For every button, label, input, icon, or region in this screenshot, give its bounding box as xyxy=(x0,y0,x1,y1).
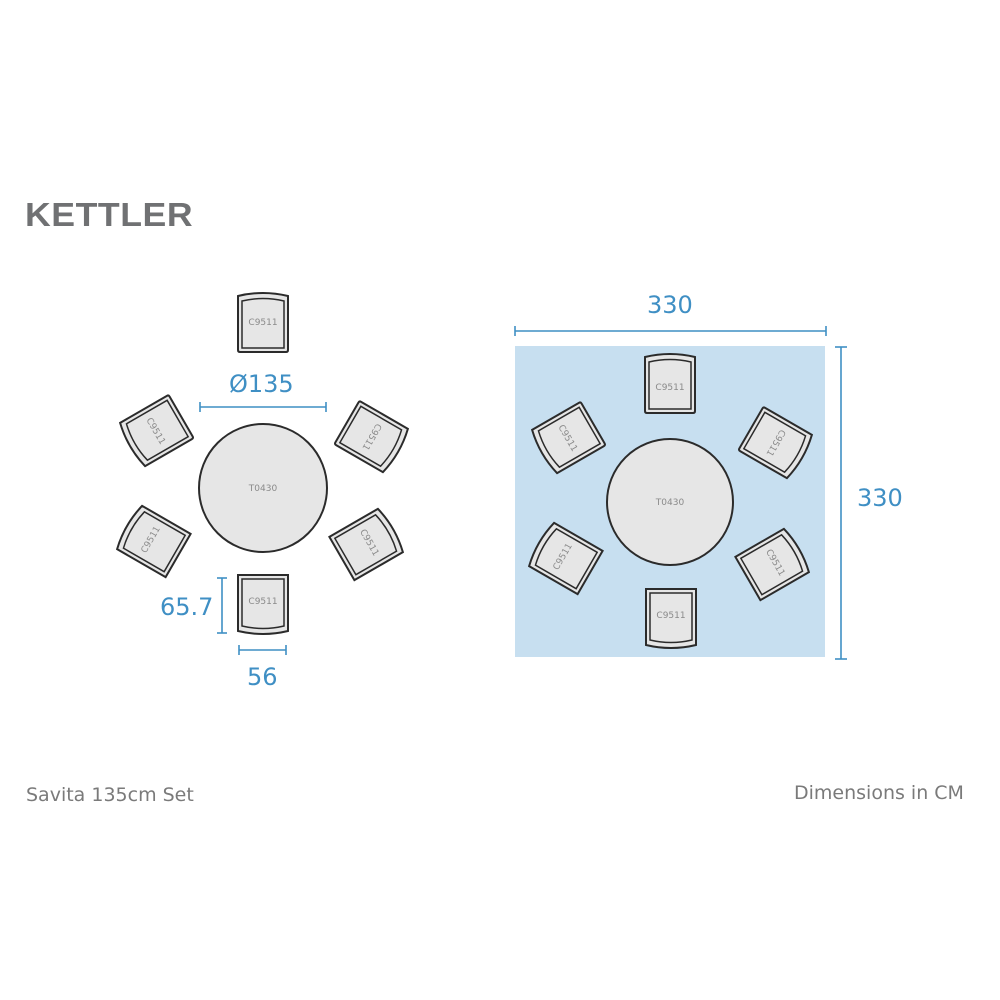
chair-lower-left: C9511 xyxy=(113,503,192,579)
chair-depth-label: 65.7 xyxy=(160,593,214,621)
chair-width-dimension-line xyxy=(238,645,287,655)
chair-top: C9511 xyxy=(237,292,289,353)
chair-upper-left: C9511 xyxy=(116,393,195,469)
chair-lower-right: C9511 xyxy=(328,506,407,582)
diameter-dimension-line xyxy=(199,402,327,412)
footprint-chair-top: C9511 xyxy=(644,353,696,414)
svg-text:C9511: C9511 xyxy=(248,318,277,328)
footprint-depth-label: 330 xyxy=(857,484,903,512)
footprint-chair-upper-left: C9511 xyxy=(528,400,607,476)
svg-text:C9511: C9511 xyxy=(248,597,277,607)
footprint-width-label: 330 xyxy=(647,291,693,319)
units-note: Dimensions in CM xyxy=(794,782,964,804)
kettler-logo: KETTLER xyxy=(25,196,194,233)
chair-upper-right: C9511 xyxy=(333,399,412,475)
footprint-table-t0430: T0430 xyxy=(606,438,734,566)
svg-text:T0430: T0430 xyxy=(655,498,685,508)
table-t0430: T0430 xyxy=(198,423,328,553)
svg-text:C9511: C9511 xyxy=(655,383,684,393)
product-name: Savita 135cm Set xyxy=(26,784,194,806)
footprint-depth-dimension-line xyxy=(835,346,847,660)
chair-bottom: C9511 xyxy=(237,574,289,635)
chair-width-label: 56 xyxy=(247,663,278,691)
table-code: T0430 xyxy=(248,484,278,494)
right-layout: T0430 C9511 C9511 C9511 C9511 C9511 C951… xyxy=(514,326,847,660)
footprint-chair-bottom: C9511 xyxy=(645,588,697,649)
chair-depth-dimension-line xyxy=(217,577,227,634)
table-diameter-label: Ø135 xyxy=(229,370,294,398)
footprint-chair-upper-right: C9511 xyxy=(737,405,816,481)
footprint-chair-lower-left: C9511 xyxy=(525,520,604,596)
svg-text:C9511: C9511 xyxy=(656,611,685,621)
footprint-width-dimension-line xyxy=(514,326,827,336)
footprint-chair-lower-right: C9511 xyxy=(734,526,813,602)
left-layout: T0430 C9511 C9511 C9511 C9511 C9511 C951… xyxy=(113,292,412,655)
